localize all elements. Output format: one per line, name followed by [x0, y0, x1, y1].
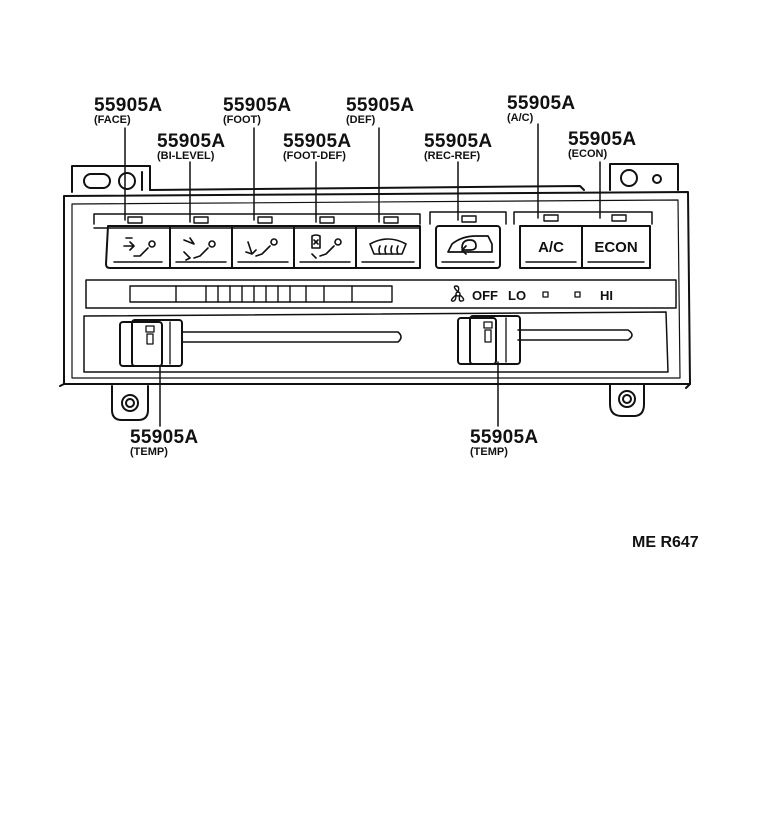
- callout-bi-level: 55905A (BI-LEVEL): [157, 132, 225, 162]
- ac-button-label: A/C: [538, 239, 564, 256]
- callout-label: (TEMP): [130, 446, 168, 458]
- part-number: 55905A: [568, 129, 637, 150]
- callout-leaders: [124, 123, 601, 427]
- callout-rec-ref: 55905A (REC-REF): [424, 132, 492, 162]
- bi-level-vent-icon: [183, 237, 216, 261]
- mounting-ear-top-right: [620, 169, 662, 187]
- mounting-ear-bottom-left: [111, 385, 149, 421]
- foot-button[interactable]: [231, 225, 295, 269]
- panel-housing: [59, 163, 691, 389]
- part-number: 55905A: [470, 427, 539, 448]
- callout-label: (DEF): [346, 114, 376, 126]
- part-number: 55905A: [283, 131, 352, 152]
- recirculation-button[interactable]: [435, 225, 501, 269]
- face-vent-icon: [123, 237, 156, 257]
- callout-temp-left: 55905A (TEMP): [130, 428, 198, 458]
- part-number: 55905A: [130, 427, 199, 448]
- part-number: 55905A: [424, 131, 493, 152]
- button-bays: [93, 211, 653, 229]
- econ-button[interactable]: ECON: [581, 225, 651, 269]
- callout-label: (A/C): [507, 112, 534, 124]
- callout-def: 55905A (DEF): [346, 96, 414, 126]
- fan-lo-label: LO: [508, 288, 526, 303]
- ac-button[interactable]: A/C: [519, 225, 583, 269]
- fan-hi-label: HI: [600, 288, 613, 303]
- diagram-code: ME R647: [632, 534, 699, 551]
- mounting-ear-top-left: [83, 171, 143, 191]
- callout-label: (ECON): [568, 148, 608, 160]
- callout-label: (BI-LEVEL): [157, 150, 215, 162]
- part-number: 55905A: [223, 95, 292, 116]
- callout-label: (REC-REF): [424, 150, 481, 162]
- fan-level-mark: [542, 291, 549, 298]
- fan-segment-window: [129, 285, 393, 303]
- fan-level-mark: [574, 291, 581, 298]
- part-number: 55905A: [346, 95, 415, 116]
- temp-slider-right[interactable]: [457, 315, 633, 365]
- foot-def-button[interactable]: [293, 225, 357, 269]
- part-number: 55905A: [94, 95, 163, 116]
- temp-slider-left[interactable]: [119, 319, 402, 367]
- face-button[interactable]: [105, 225, 171, 269]
- callout-label: (TEMP): [470, 446, 508, 458]
- temp-slider-left-knob[interactable]: [119, 319, 183, 367]
- fan-speed-strip: OFF LO HI: [85, 279, 677, 309]
- mounting-ear-bottom-right: [609, 383, 645, 417]
- temp-slider-right-knob[interactable]: [457, 315, 521, 365]
- indicator-leds: [127, 214, 627, 224]
- callout-econ: 55905A (ECON): [568, 130, 636, 160]
- defrost-button[interactable]: [355, 225, 421, 269]
- callout-ac: 55905A (A/C): [507, 94, 575, 124]
- part-number: 55905A: [157, 131, 226, 152]
- foot-vent-icon: [245, 238, 278, 257]
- bi-level-button[interactable]: [169, 225, 233, 269]
- callout-temp-right: 55905A (TEMP): [470, 428, 538, 458]
- econ-button-label: ECON: [594, 239, 637, 256]
- callout-label: (FACE): [94, 114, 131, 126]
- lower-panel: [83, 311, 669, 373]
- foot-def-vent-icon: [311, 234, 342, 259]
- callout-face: 55905A (FACE): [94, 96, 162, 126]
- fan-icon: [450, 285, 465, 302]
- fan-off-label: OFF: [472, 288, 498, 303]
- defrost-icon: [369, 238, 407, 255]
- callout-label: (FOOT): [223, 114, 261, 126]
- callout-foot-def: 55905A (FOOT-DEF): [283, 132, 351, 162]
- callout-foot: 55905A (FOOT): [223, 96, 291, 126]
- callout-label: (FOOT-DEF): [283, 150, 346, 162]
- part-number: 55905A: [507, 93, 576, 114]
- recirculation-icon: [447, 235, 493, 255]
